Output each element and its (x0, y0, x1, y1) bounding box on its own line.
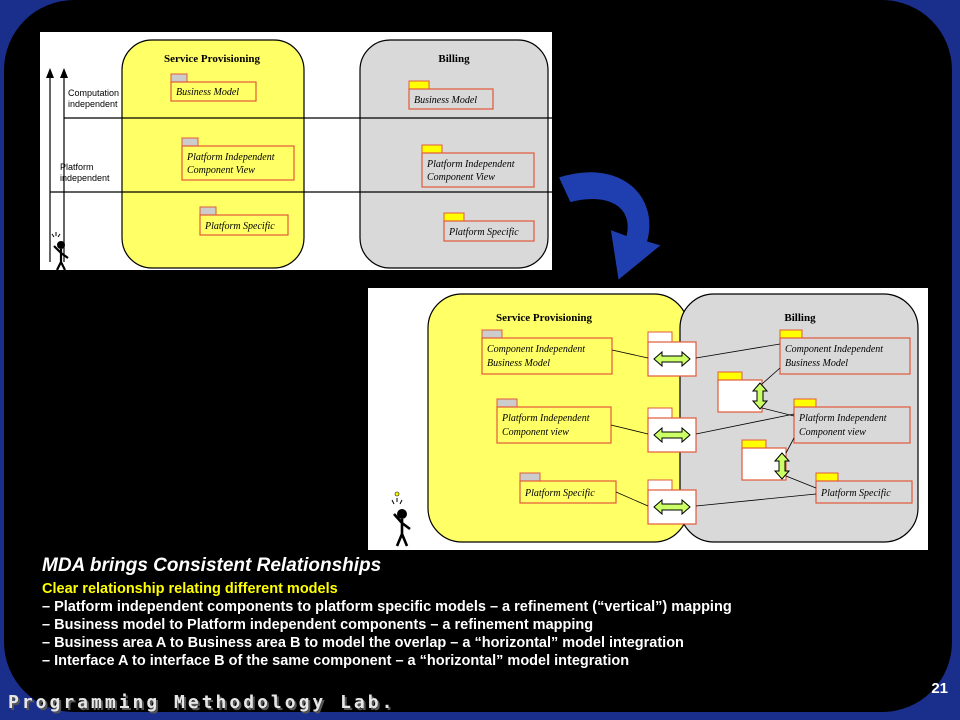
sp-psm-box (199, 214, 289, 236)
b-business-box (408, 88, 494, 110)
sp-pim-label-2: Component view (502, 427, 569, 438)
text-block: MDA brings Consistent Relationships Clea… (42, 555, 942, 671)
b-psm-tab (815, 472, 839, 482)
b-cib-label-2: Business Model (785, 358, 848, 369)
thinker-figure-icon (51, 232, 69, 270)
sp-business-label: Business Model (176, 87, 239, 98)
layer-pim-label-2: independent (60, 173, 110, 183)
b-psm-label: Platform Specific (820, 488, 891, 499)
footer-logo: Programming Methodology Lab. (8, 692, 396, 713)
subhead: Clear relationship relating different mo… (42, 581, 338, 597)
headline: MDA brings Consistent Relationships (42, 555, 382, 576)
billing-area (359, 39, 549, 269)
layer-cim-label-2: independent (68, 99, 118, 109)
b-psm-box (815, 480, 913, 504)
b-pim-tab (793, 398, 817, 408)
bottom-diagram: Service Provisioning Billing Component I… (368, 288, 928, 550)
horizontal-arrow-icon (653, 350, 691, 368)
vertical-connector-2 (741, 439, 791, 481)
axis-arrow-1 (46, 68, 54, 78)
vertical-connector-1 (717, 371, 769, 413)
b-pim-label-2: Component View (427, 172, 495, 183)
bullet-item: – Interface A to interface B of the same… (42, 653, 630, 669)
bullet-item: – Business area A to Business area B to … (42, 635, 684, 651)
sp-cib-label-1: Component Independent (487, 344, 585, 355)
b-business-label: Business Model (414, 95, 477, 106)
sp-cib-tab (481, 329, 503, 339)
sp-pim-label-1: Platform Independent (501, 413, 590, 424)
service-title: Service Provisioning (164, 53, 261, 65)
sp-psm-tab (519, 472, 541, 482)
sp-pim-tab (496, 398, 518, 408)
b-pim-box (793, 406, 911, 444)
thinker-figure-icon (391, 491, 411, 547)
sp-cib-box (481, 337, 613, 375)
sp-psm-label: Platform Specific (204, 221, 275, 232)
service-title: Service Provisioning (496, 312, 593, 324)
mapping-connector-2 (647, 407, 697, 453)
sp-pim-box (181, 145, 295, 181)
vertical-arrow-icon (751, 382, 769, 410)
page-number: 21 (931, 680, 948, 697)
vertical-arrow-icon (773, 452, 791, 480)
bullet-item: – Business model to Platform independent… (42, 617, 594, 633)
sp-pim-label-1: Platform Independent (186, 152, 275, 163)
b-psm-label: Platform Specific (448, 227, 519, 238)
b-cib-box (779, 337, 911, 375)
horizontal-arrow-icon (653, 498, 691, 516)
b-business-tab (408, 80, 430, 90)
b-psm-tab (443, 212, 465, 222)
top-diagram: Computation independent Platform indepen… (40, 32, 552, 270)
sp-business-tab (170, 73, 188, 83)
b-pim-tab (421, 144, 443, 154)
b-cib-tab (779, 329, 803, 339)
sp-psm-label: Platform Specific (524, 488, 595, 499)
link-lines (610, 343, 817, 507)
horizontal-arrow-icon (653, 426, 691, 444)
billing-title: Billing (784, 312, 816, 324)
transformation-arrow-icon (556, 170, 664, 283)
axis-arrow-2 (60, 68, 68, 78)
layer-cim-label-1: Computation (68, 88, 119, 98)
billing-title: Billing (438, 53, 470, 65)
layer-pim-label-1: Platform (60, 162, 94, 172)
b-psm-box (443, 220, 535, 242)
mapping-connector-1 (647, 331, 697, 377)
mapping-connector-3 (647, 479, 697, 525)
sp-business-box (170, 81, 257, 102)
b-pim-label-2: Component view (799, 427, 866, 438)
service-area (121, 39, 305, 269)
bullet-item: – Platform independent components to pla… (42, 599, 732, 615)
b-pim-box (421, 152, 535, 188)
sp-pim-label-2: Component View (187, 165, 255, 176)
b-pim-label-1: Platform Independent (798, 413, 887, 424)
b-cib-label-1: Component Independent (785, 344, 883, 355)
b-pim-label-1: Platform Independent (426, 159, 515, 170)
sp-psm-tab (199, 206, 217, 216)
sp-cib-label-2: Business Model (487, 358, 550, 369)
sp-pim-tab (181, 137, 199, 147)
